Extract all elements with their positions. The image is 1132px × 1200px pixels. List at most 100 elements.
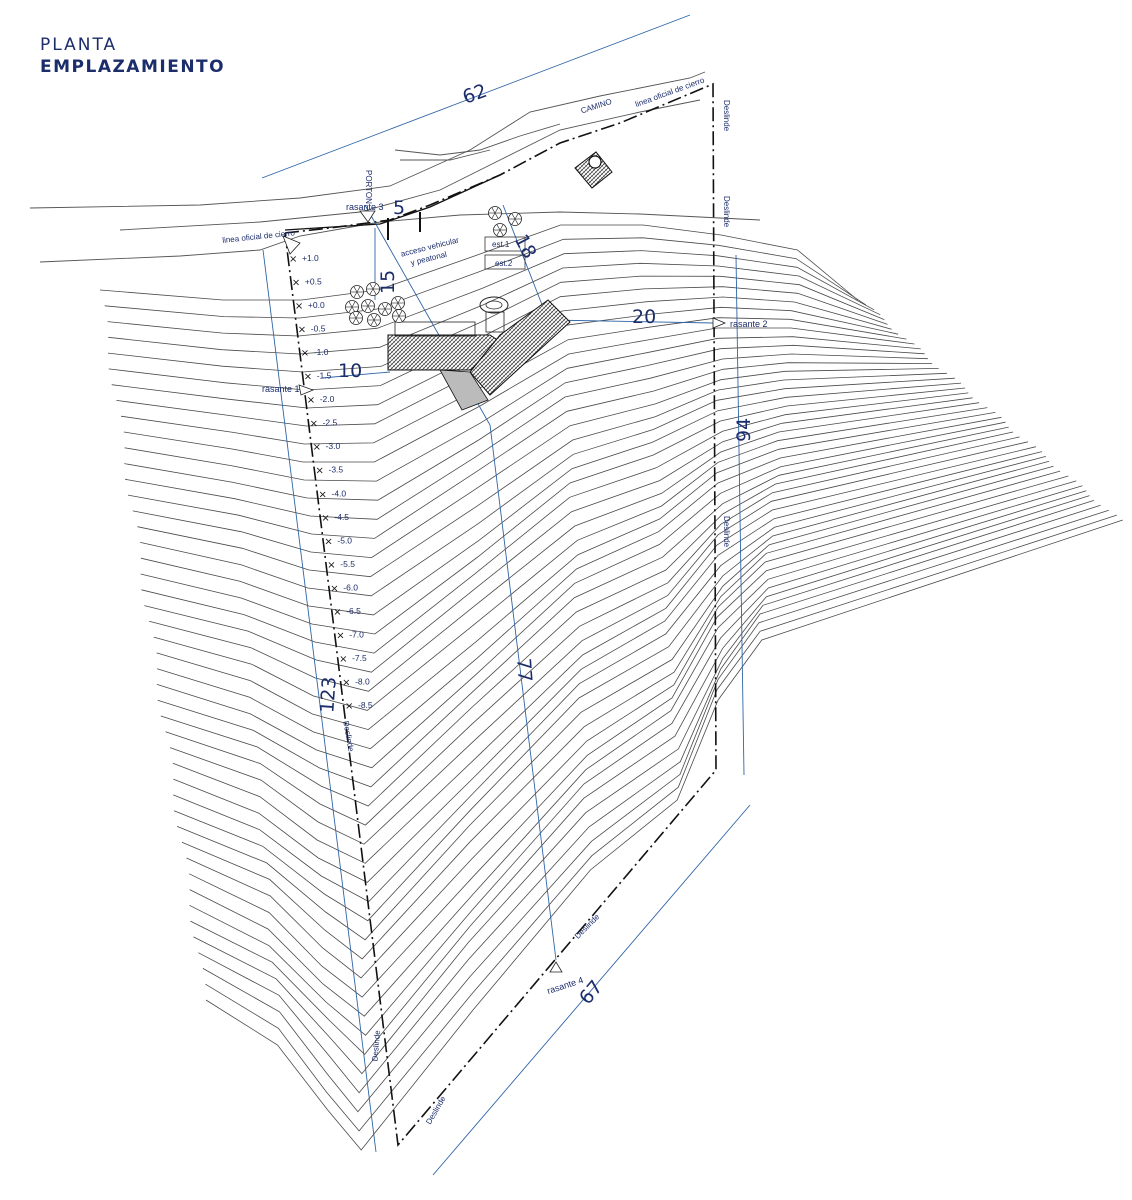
fence-x-mark: ×	[327, 560, 335, 571]
road-lines	[29, 71, 761, 263]
label-rasante-1: rasante 1	[262, 384, 300, 394]
fence-x-mark: ×	[333, 607, 341, 618]
contour-line	[104, 237, 867, 319]
contour-line	[190, 495, 1090, 1055]
contour-line	[169, 441, 1028, 845]
level-label: -3.5	[329, 465, 344, 475]
contour-line	[125, 353, 928, 520]
fence-x-mark: ×	[313, 442, 321, 453]
contour-line	[198, 504, 1101, 1094]
level-label: +0.5	[305, 277, 322, 287]
dim-access-depth: 15	[377, 270, 399, 294]
fence-x-mark: ×	[330, 583, 338, 594]
level-label: -5.5	[340, 559, 355, 569]
dim-access-width: 5	[393, 197, 405, 219]
label-rasante-2: rasante 2	[730, 319, 768, 329]
fence-x-mark: ×	[289, 254, 297, 265]
contour-line	[108, 262, 881, 355]
contour-line	[172, 446, 1036, 864]
contour-line	[107, 250, 875, 337]
label-est-2: est.2	[495, 259, 513, 268]
level-label: +1.0	[302, 253, 319, 263]
label-deslinde-7: Deslinde	[573, 912, 602, 941]
contour-line	[132, 368, 939, 559]
contour-line	[189, 480, 1077, 998]
label-rasante-3: rasante 3	[346, 202, 384, 212]
label-deslinde-5: Deslinde	[370, 1029, 382, 1061]
level-label: -4.0	[332, 488, 347, 498]
contour-line	[181, 470, 1061, 960]
level-label: +0.0	[308, 300, 325, 310]
level-label: -6.5	[346, 606, 361, 616]
contour-line	[157, 426, 1009, 788]
parking-area	[484, 236, 526, 270]
level-label: -1.5	[317, 371, 332, 381]
fence-x-mark: ×	[301, 348, 309, 359]
contour-line	[186, 475, 1069, 979]
tree-icon	[345, 300, 359, 314]
fence-x-mark: ×	[310, 419, 318, 430]
fence-x-mark: ×	[292, 278, 300, 289]
tree-icon	[349, 311, 363, 325]
contour-line	[173, 451, 1042, 883]
fence-x-mark: ×	[298, 325, 306, 336]
level-label: -1.0	[314, 347, 329, 357]
fence-x-mark: ×	[319, 489, 327, 500]
fence-x-mark: ×	[342, 678, 350, 689]
contour-lines	[99, 224, 1123, 1151]
fence-x-mark: ×	[307, 395, 315, 406]
tree-icon	[378, 302, 392, 316]
access-gate	[387, 212, 421, 240]
contour-line	[144, 397, 973, 673]
label-porton: PORTON	[364, 170, 373, 204]
contour-line	[123, 327, 915, 463]
contour-line	[156, 412, 996, 731]
level-label: -8.0	[355, 677, 370, 687]
contour-line	[205, 514, 1117, 1132]
label-deslinde-3: Deslinde	[722, 516, 731, 548]
level-label: -2.0	[320, 394, 335, 404]
rasante-1-icon	[298, 384, 315, 396]
title-block: PLANTA EMPLAZAMIENTO	[40, 34, 225, 78]
contour-line	[189, 485, 1083, 1017]
level-label: -2.5	[323, 418, 338, 428]
fence-x-mark: ×	[336, 630, 344, 641]
contour-line	[176, 465, 1054, 941]
contour-line	[107, 275, 885, 373]
contour-line	[173, 460, 1050, 922]
level-label: -3.0	[326, 441, 341, 451]
tree-icon	[508, 212, 522, 226]
level-label: -0.5	[311, 324, 326, 334]
property-boundary	[284, 82, 717, 1147]
label-deslinde-2: Deslinde	[722, 196, 731, 228]
level-label: -4.5	[334, 512, 349, 522]
shed-icon	[574, 151, 613, 189]
tree-icon	[391, 296, 405, 310]
level-label: -7.0	[349, 629, 364, 639]
tree-icon	[367, 313, 381, 327]
contour-line	[108, 286, 888, 391]
rasante-markers	[282, 210, 727, 973]
title-line-1: PLANTA	[40, 35, 118, 55]
level-label: -6.0	[343, 582, 358, 592]
tree-icon	[392, 309, 406, 323]
contour-line	[165, 436, 1020, 826]
contour-line	[127, 362, 933, 539]
contour-line	[156, 421, 1006, 769]
fence-x-mark: ×	[324, 536, 332, 547]
dim-right-side: 94	[733, 418, 755, 442]
level-labels: +1.0 +0.5 +0.0 -0.5 -1.0 -1.5 -2.0 -2.5 -3.0 -3.5…	[302, 253, 373, 710]
tree-icon	[366, 282, 380, 296]
contour-line	[189, 490, 1087, 1036]
rasante-3-icon	[359, 210, 376, 223]
fence-x-mark: ×	[316, 466, 324, 477]
contour-line	[202, 509, 1109, 1113]
contour-line	[124, 336, 921, 482]
contour-line	[173, 456, 1047, 903]
trees	[345, 206, 522, 327]
survey-point-icon	[282, 235, 301, 255]
label-deslinde-1: Deslinde	[722, 100, 731, 132]
rasante-2-icon	[712, 317, 727, 329]
fence-x-mark: ×	[304, 372, 312, 383]
